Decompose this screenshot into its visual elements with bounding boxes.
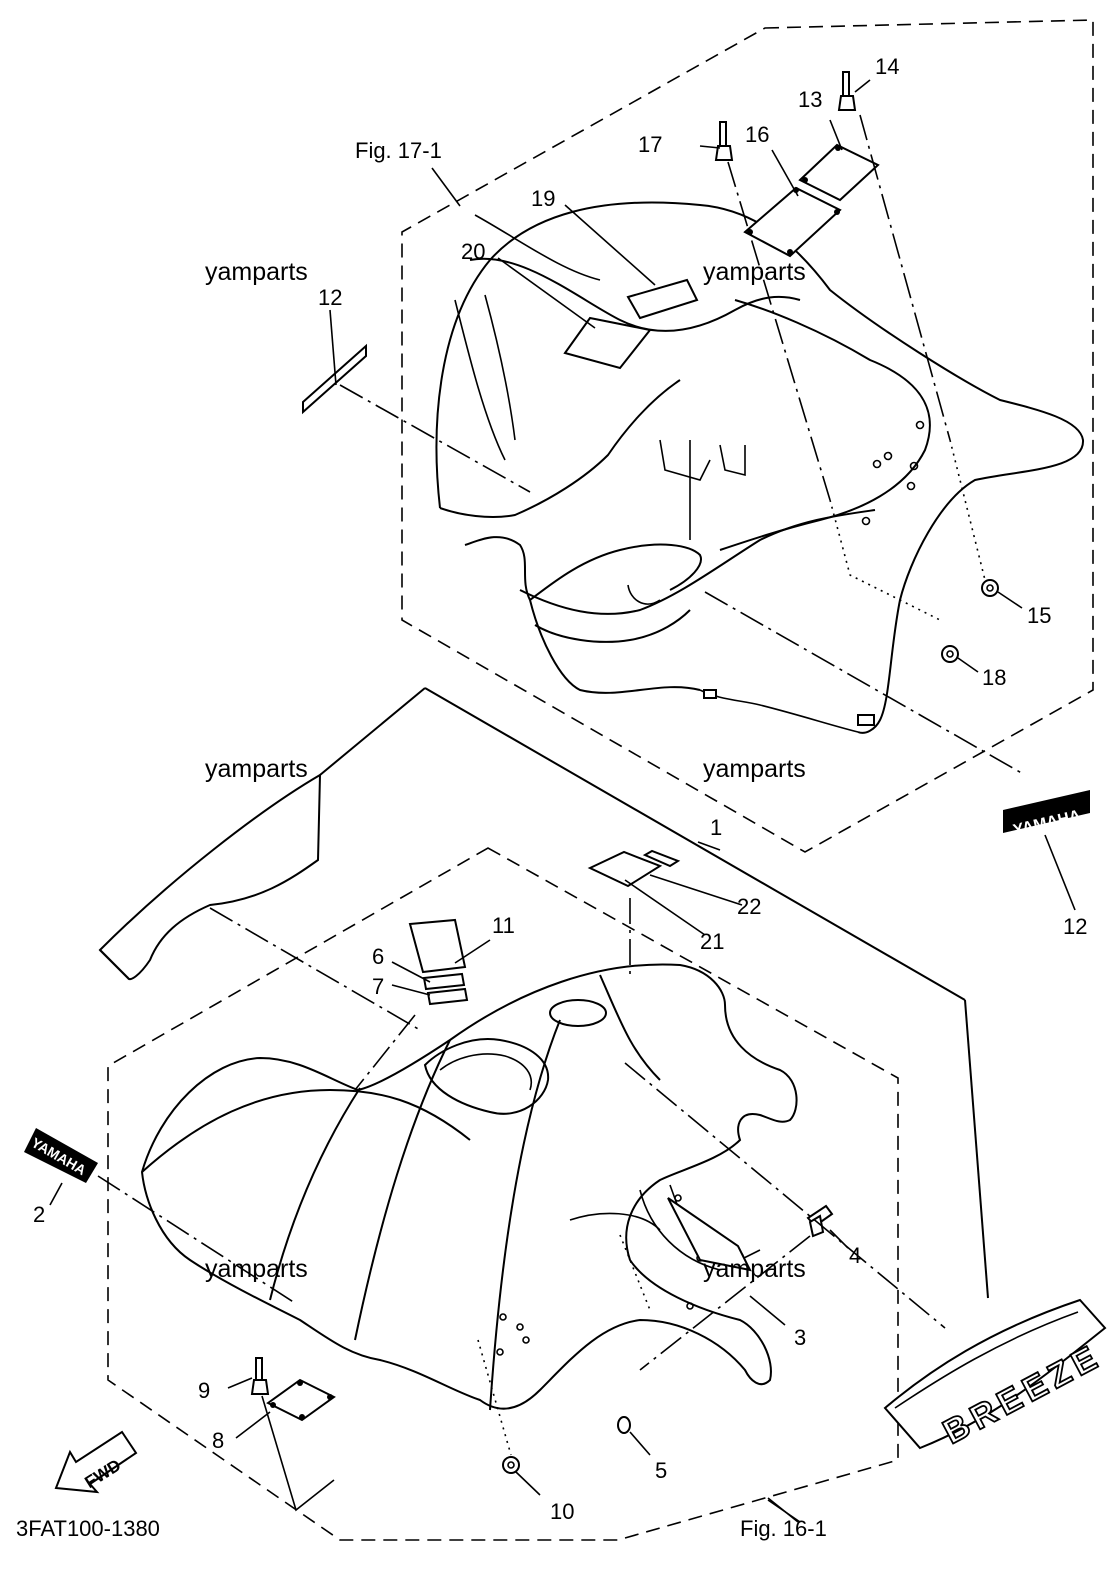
rear-group-boundary <box>401 19 1094 853</box>
watermark: yamparts <box>703 258 806 286</box>
plate-8 <box>266 1378 336 1422</box>
callout-14: 14 <box>875 54 899 79</box>
callout-5: 5 <box>655 1458 667 1483</box>
callout-4: 4 <box>849 1243 861 1268</box>
front-fender <box>140 963 798 1411</box>
watermark: yamparts <box>703 1255 806 1283</box>
rivet-14 <box>837 71 857 111</box>
fig-17-leader <box>431 167 461 207</box>
fwd-arrow-icon: FWD <box>54 1430 138 1494</box>
nut-18 <box>941 645 959 663</box>
rivet-4 <box>806 1204 834 1238</box>
decal-12-left <box>302 343 367 415</box>
drawing-code: 3FAT100-1380 <box>16 1516 160 1541</box>
decal-12-right: YAMAHA <box>1003 790 1090 839</box>
callout-9: 9 <box>198 1378 210 1403</box>
decal-20 <box>563 316 652 370</box>
callout-10: 10 <box>550 1499 574 1524</box>
nut-5 <box>617 1416 631 1434</box>
callout-labels: 1 2 3 4 5 6 7 8 9 10 11 12 12 13 14 15 1… <box>33 54 1087 1524</box>
callout-3: 3 <box>794 1325 806 1350</box>
nut-15 <box>981 579 999 597</box>
nut-10 <box>502 1456 520 1474</box>
callout-7: 7 <box>372 974 384 999</box>
front-fender-outline <box>98 773 322 980</box>
callout-13: 13 <box>798 87 822 112</box>
callout-8: 8 <box>212 1428 224 1453</box>
decal-7 <box>426 987 469 1006</box>
decal-2: YAMAHA <box>24 1128 98 1183</box>
callout-19: 19 <box>531 186 555 211</box>
plate-3 <box>667 1197 752 1272</box>
callout-12b: 12 <box>1063 914 1087 939</box>
callout-2: 2 <box>33 1202 45 1227</box>
fig-16-leader <box>767 1497 799 1523</box>
breeze-decal: BREEZE <box>883 1298 1109 1453</box>
decal-21 <box>587 850 663 888</box>
rivet-17 <box>714 121 734 161</box>
rear-fender <box>435 201 1085 734</box>
callout-22: 22 <box>737 894 761 919</box>
decal-22 <box>642 849 681 868</box>
front-group-boundary <box>107 847 899 1541</box>
decal-6 <box>422 972 466 991</box>
callout-6: 6 <box>372 944 384 969</box>
callout-20: 20 <box>461 239 485 264</box>
watermark: yamparts <box>205 755 308 783</box>
callout-12a: 12 <box>318 285 342 310</box>
callout-21: 21 <box>700 929 724 954</box>
callout-18: 18 <box>982 665 1006 690</box>
fig-16-1-label: Fig. 16-1 <box>740 1516 827 1541</box>
plate-16 <box>743 186 842 258</box>
watermarks: yamparts yamparts yamparts yamparts yamp… <box>205 258 806 1283</box>
callout-15: 15 <box>1027 603 1051 628</box>
plate-13 <box>798 143 880 202</box>
callout-11: 11 <box>492 913 515 938</box>
watermark: yamparts <box>205 1255 308 1283</box>
callout-1: 1 <box>710 815 722 840</box>
decal-11 <box>408 918 467 974</box>
watermark: yamparts <box>205 258 308 286</box>
fig-17-1-label: Fig. 17-1 <box>355 138 442 163</box>
callout-17: 17 <box>638 132 662 157</box>
decal-19 <box>626 278 699 320</box>
callout-16: 16 <box>745 122 769 147</box>
rivet-9 <box>250 1357 270 1395</box>
watermark: yamparts <box>703 755 806 783</box>
